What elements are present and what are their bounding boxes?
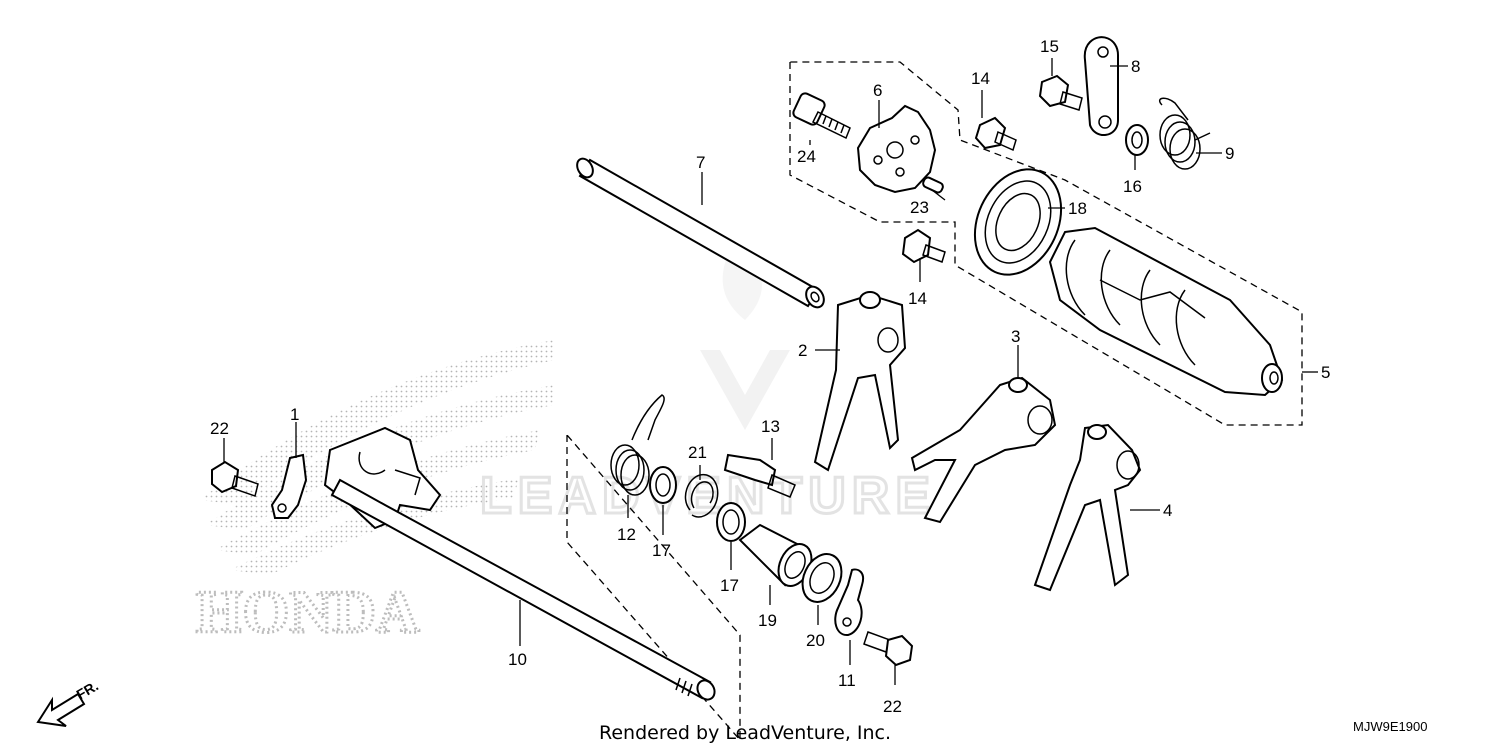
callouts: 1 2 3 4 5 6 7 8 9 10 11 12 13 14 14 15 1… [210, 37, 1330, 716]
stopper-arm [1083, 36, 1119, 136]
callout-24: 24 [797, 147, 816, 166]
callout-1: 1 [290, 405, 299, 424]
leadventure-watermark-text: LEADVENTURE [480, 467, 936, 525]
callout-20: 20 [806, 631, 825, 650]
gearshift-spindle [323, 426, 716, 701]
shift-fork-2 [813, 291, 907, 472]
bolt-22-right [863, 631, 914, 667]
bolt-22-left [211, 460, 259, 497]
callout-7: 7 [696, 153, 705, 172]
diagram-code: MJW9E1900 [1353, 719, 1427, 734]
callout-22-left: 22 [210, 419, 229, 438]
callout-22-right: 22 [883, 697, 902, 716]
callout-15: 15 [1040, 37, 1059, 56]
front-direction-marker: FR. [36, 677, 101, 727]
callout-18: 18 [1068, 199, 1087, 218]
washer-16 [1125, 124, 1149, 156]
bolt-24 [792, 92, 851, 140]
bearing [973, 168, 1063, 276]
stopper-spring [1158, 97, 1211, 170]
callout-12: 12 [617, 525, 636, 544]
callout-5: 5 [1321, 363, 1330, 382]
callout-14-upper: 14 [971, 69, 990, 88]
callout-23: 23 [910, 198, 929, 217]
honda-watermark-text: HONDA [196, 579, 419, 645]
callout-4: 4 [1163, 501, 1172, 520]
callout-8: 8 [1131, 57, 1140, 76]
callout-14-lower: 14 [908, 289, 927, 308]
credit-line: Rendered by LeadVenture, Inc. [599, 722, 891, 744]
front-arrow-icon [36, 692, 86, 727]
shift-drum [1048, 226, 1284, 397]
circlip [684, 474, 719, 518]
bolt-15 [1038, 74, 1083, 111]
plate-1 [270, 453, 308, 519]
callout-6: 6 [873, 81, 882, 100]
return-spring [610, 394, 665, 496]
shift-fork-3 [910, 376, 1057, 524]
callout-17-right: 17 [720, 576, 739, 595]
dowel-pin [922, 176, 944, 194]
callout-11: 11 [838, 671, 856, 690]
leader-lines [223, 58, 1318, 685]
callout-2: 2 [798, 341, 807, 360]
washer-17-right [716, 502, 746, 542]
callout-21: 21 [688, 443, 707, 462]
callout-10: 10 [508, 650, 527, 669]
callout-19: 19 [758, 611, 777, 630]
callout-3: 3 [1011, 327, 1020, 346]
washer-17-left [649, 466, 677, 504]
oil-seal [801, 553, 843, 603]
bolt-14-upper [974, 116, 1017, 152]
shift-fork-4 [1033, 423, 1142, 592]
callout-9: 9 [1225, 144, 1234, 163]
shift-drum-center-plate [856, 104, 937, 194]
lock-plate [834, 568, 864, 636]
shift-drum-group-outline [789, 61, 1303, 426]
fork-shaft [576, 157, 825, 309]
callout-16: 16 [1123, 177, 1142, 196]
bolt-13 [723, 453, 796, 498]
bolt-14-lower [901, 228, 946, 264]
callout-17-left: 17 [652, 541, 671, 560]
callout-13: 13 [761, 417, 780, 436]
